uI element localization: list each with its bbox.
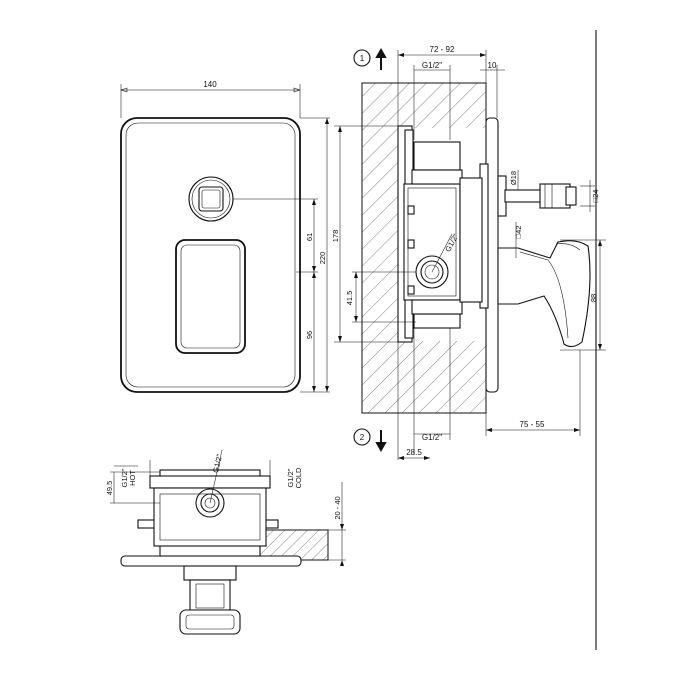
bottom-thread-label: G1/2"	[422, 433, 442, 442]
lower-label: 96	[305, 331, 314, 339]
box-height-label: 178	[331, 230, 340, 243]
svg-text:2: 2	[360, 433, 365, 442]
base-plate	[120, 555, 302, 567]
cold-label: COLD	[294, 467, 303, 488]
left-thread-label: G1/2"	[120, 468, 129, 487]
diameter-label: Ø18	[509, 171, 518, 185]
plate-label: 10	[488, 61, 497, 70]
section-marker-2	[353, 428, 371, 446]
section-marker-1	[353, 49, 371, 67]
height-label: 220	[318, 252, 327, 265]
right-thread-label: G1/2"	[286, 468, 295, 487]
offset-label: 28.5	[406, 448, 422, 457]
top-thread-label: G1/2"	[422, 61, 442, 70]
handle-center-label: 61	[305, 233, 314, 241]
cover-plate	[120, 117, 301, 393]
bottom-view: G1/2" HOT G1/2" COLD G1/2" 49.5 20 - 40	[105, 449, 346, 635]
spindle	[504, 189, 546, 203]
square-42-label: □42	[514, 226, 523, 239]
width-label: 140	[203, 80, 217, 89]
left-dim-label: 49.5	[105, 481, 114, 496]
spacing-label: 41.5	[345, 291, 354, 306]
center-port	[195, 488, 225, 518]
lever-handle	[497, 240, 591, 348]
push-button	[175, 239, 246, 354]
side-view: 1 2 72 - 92 G1/2" 10	[345, 30, 606, 650]
svg-text:1: 1	[360, 54, 365, 63]
hot-label: HOT	[128, 470, 137, 486]
handle-height-label: 88	[589, 294, 598, 302]
wall-label: 20 - 40	[333, 496, 342, 519]
projection-label: 75 - 55	[520, 420, 545, 429]
front-view: 140 220 61 96 178	[120, 80, 405, 393]
handle-knob	[188, 176, 234, 222]
handle-top-view	[179, 609, 241, 635]
center-thread-label: G1/2"	[211, 453, 224, 474]
depth-label: 72 - 92	[430, 45, 455, 54]
